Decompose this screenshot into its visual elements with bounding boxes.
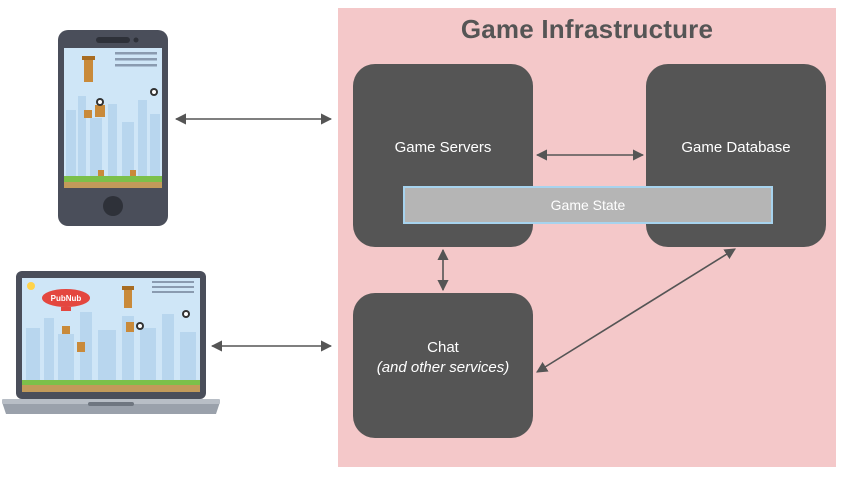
chat-label: Chat	[427, 339, 459, 356]
chat-node: Chat (and other services)	[353, 293, 533, 438]
game-servers-label: Game Servers	[394, 139, 492, 156]
game-database-label: Game Database	[681, 139, 791, 156]
pubnub-blimp	[42, 289, 90, 307]
game-state-bar: Game State	[403, 186, 773, 224]
phone-device	[58, 30, 168, 226]
pubnub-logo-text: PubNub	[51, 294, 82, 303]
laptop-device: PubNub	[2, 271, 220, 414]
chat-subtitle: (and other services)	[376, 359, 510, 376]
diagram-title: Game Infrastructure	[460, 14, 714, 44]
